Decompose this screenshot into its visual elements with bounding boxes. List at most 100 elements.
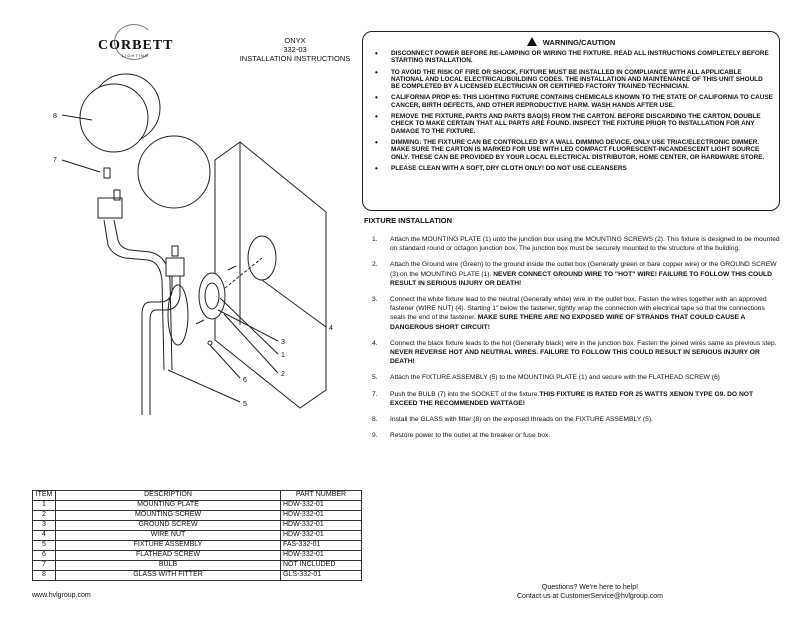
product-name: ONYX <box>284 36 306 45</box>
step-item: 5. Attach the FIXTURE ASSEMBLY (5) to the… <box>372 373 782 382</box>
callout-4: 4 <box>329 325 333 332</box>
step-item: 9.Restore power to the outlet at the bre… <box>372 431 782 440</box>
step-item: 2.Attach the Ground wire (Green) to the … <box>372 260 782 288</box>
step-text: Restore power to the outlet at the break… <box>390 432 551 440</box>
cell-part-number: HDW-332-01 <box>280 550 362 561</box>
cell-item: 4 <box>32 530 56 541</box>
step-number: 3. <box>372 296 378 304</box>
step-text: Attach the FIXTURE ASSEMBLY (5) to the M… <box>390 374 720 382</box>
cell-part-number: FAS-332-01 <box>280 540 362 551</box>
arm-upper <box>103 219 165 371</box>
cell-description: FIXTURE ASSEMBLY <box>55 540 281 551</box>
warning-heading: WARNING/CAUTION <box>363 37 779 47</box>
step-warning: MAKE SURE THERE ARE NO EXPOSED WIRE OF S… <box>390 314 746 331</box>
step-item: 1.Attach the MOUNTING PLATE (1) unto the… <box>372 235 782 253</box>
flathead-screw <box>207 340 213 346</box>
step-item: 8. Install the GLASS with fitter (8) on t… <box>372 415 782 424</box>
warning-item: TO AVOID THE RISK OF FIRE OR SHOCK, FIXT… <box>373 69 773 91</box>
step-item: 4.Connect the black fixture leads to the… <box>372 339 782 367</box>
mounting-screw-top <box>227 265 237 271</box>
cell-description: FLATHEAD SCREW <box>55 550 281 561</box>
document-header: ONYX 332-03 INSTALLATION INSTRUCTIONS <box>230 36 360 63</box>
callout-2: 2 <box>281 371 285 378</box>
step-number: 8. <box>372 416 378 424</box>
cell-item: 3 <box>32 520 56 531</box>
brand-name: CORBETT <box>98 38 174 53</box>
warning-item: DISCONNECT POWER BEFORE RE-LAMPING OR WI… <box>373 50 773 65</box>
warning-item: CALIFORNIA PROP 65: THIS LIGHTING FIXTUR… <box>373 94 773 109</box>
leader-5 <box>167 369 241 403</box>
warning-box: WARNING/CAUTION DISCONNECT POWER BEFORE … <box>362 31 780 211</box>
cell-part-number: HDW-332-01 <box>280 520 362 531</box>
warning-item: REMOVE THE FIXTURE, PARTS AND PARTS BAG(… <box>373 113 773 135</box>
brand-sub: LIGHTING <box>122 53 149 58</box>
leader-8 <box>61 114 93 121</box>
cell-description: GLASS WITH FITTER <box>55 570 281 581</box>
header-description: DESCRIPTION <box>55 490 281 501</box>
cell-part-number: HDW-332-01 <box>280 530 362 541</box>
leader-7 <box>61 159 101 173</box>
leader-4 <box>261 279 327 328</box>
step-number: 5. <box>372 374 378 382</box>
warning-title: WARNING/CAUTION <box>542 38 616 47</box>
exploded-diagram: 8 7 4 3 1 2 6 5 <box>53 73 333 415</box>
cell-item: 5 <box>32 540 56 551</box>
mounting-plate-part <box>198 272 226 320</box>
table-header-row: ITEM DESCRIPTION PART NUMBER <box>32 490 362 501</box>
callout-6: 6 <box>243 377 247 384</box>
arm-lower <box>141 275 173 415</box>
callout-8: 8 <box>53 113 57 120</box>
fixture-canopy <box>167 284 189 346</box>
socket-upper <box>97 197 123 219</box>
brand-logo: CORBETT LIGHTING <box>92 24 174 68</box>
step-item: 3.Connect the white fixture lead to the … <box>372 295 782 332</box>
header-item: ITEM <box>32 490 56 501</box>
step-text: Install the GLASS with fitter (8) on the… <box>390 416 653 424</box>
bulb-lower <box>171 245 179 257</box>
header-part-number: PART NUMBER <box>280 490 362 501</box>
callout-3: 3 <box>281 339 285 346</box>
document-title: INSTALLATION INSTRUCTIONS <box>239 54 351 63</box>
globe-upper-glass <box>137 135 211 209</box>
cell-description: GROUND SCREW <box>55 520 281 531</box>
website-link[interactable]: www.hvlgroup.com <box>32 592 91 599</box>
cell-description: BULB <box>55 560 281 571</box>
cell-part-number: NOT INCLUDED <box>280 560 362 571</box>
cell-item: 7 <box>32 560 56 571</box>
step-text: Connect the black fixture leads to the h… <box>390 339 777 347</box>
arm-lower-inner <box>149 275 181 415</box>
leader-2 <box>223 313 279 374</box>
cell-item: 6 <box>32 550 56 561</box>
model-number: 332-03 <box>283 45 307 54</box>
socket-lower <box>165 257 185 277</box>
warning-item: DIMMING: THE FIXTURE CAN BE CONTROLLED B… <box>373 139 773 161</box>
logo-swoosh <box>114 24 154 60</box>
cell-description: MOUNTING PLATE <box>55 500 281 511</box>
cell-description: MOUNTING SCREW <box>55 510 281 521</box>
cell-part-number: GLS-332-01 <box>280 570 362 581</box>
callout-1: 1 <box>281 352 285 359</box>
mounting-screw-bottom <box>195 319 205 325</box>
leader-1 <box>219 297 279 355</box>
cell-part-number: HDW-332-01 <box>280 500 362 511</box>
warning-item: PLEASE CLEAN WITH A SOFT, DRY CLOTH ONLY… <box>373 165 773 173</box>
cell-part-number: HDW-332-01 <box>280 510 362 521</box>
step-warning: NEVER CONNECT GROUND WIRE TO "HOT" WIRE!… <box>390 270 772 287</box>
help-text: Questions? We're here to help! <box>541 584 639 591</box>
mount-axis-line <box>224 257 263 289</box>
callout-7: 7 <box>53 157 57 164</box>
warning-list: DISCONNECT POWER BEFORE RE-LAMPING OR WI… <box>373 50 773 176</box>
step-number: 1. <box>372 236 378 243</box>
leader-6 <box>209 344 241 379</box>
step-warning: NEVER REVERSE HOT AND NEUTRAL WIRES. FAI… <box>390 349 760 366</box>
contact-email[interactable]: Contact us at CustomerService@hvlgroup.c… <box>517 593 663 600</box>
step-text: Attach the Ground wire (Green) to the gr… <box>390 261 777 278</box>
